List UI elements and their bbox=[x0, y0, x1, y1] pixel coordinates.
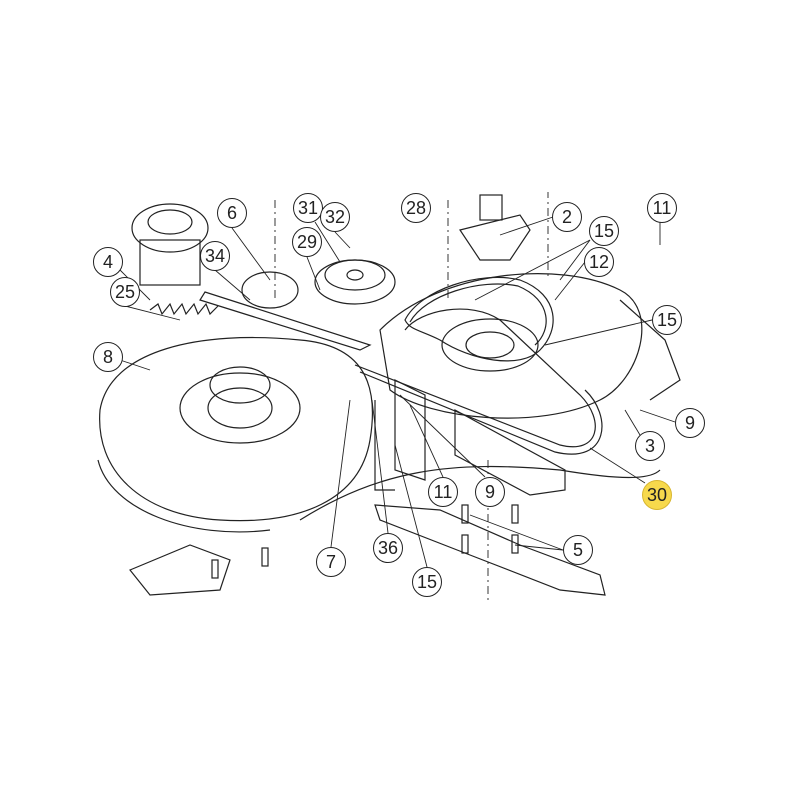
tension-spring bbox=[149, 302, 219, 316]
callout-15: 15 bbox=[589, 216, 619, 246]
cutter-blade-left bbox=[129, 544, 231, 596]
top-crop-mask bbox=[0, 0, 800, 192]
callout-15: 15 bbox=[652, 305, 682, 335]
callout-32: 32 bbox=[320, 202, 350, 232]
callout-2: 2 bbox=[552, 202, 582, 232]
front-bracket bbox=[454, 408, 566, 496]
callout-3: 3 bbox=[635, 431, 665, 461]
callout-29: 29 bbox=[292, 227, 322, 257]
left-crop-mask bbox=[0, 0, 92, 800]
callout-30-highlighted[interactable]: 30 bbox=[642, 480, 672, 510]
spindle-housing bbox=[459, 214, 531, 261]
idler-pulley bbox=[314, 259, 396, 305]
guard-bar bbox=[354, 308, 596, 448]
right-spindle-opening bbox=[441, 318, 539, 372]
callout-8-partial: 8 bbox=[93, 342, 123, 372]
drive-belt bbox=[404, 276, 554, 362]
callout-9: 9 bbox=[675, 408, 705, 438]
engine-pulley bbox=[131, 203, 209, 253]
callout-11: 11 bbox=[428, 477, 458, 507]
bottom-crop-mask bbox=[0, 600, 800, 800]
left-deck-housing bbox=[99, 337, 374, 522]
callout-25: 25 bbox=[110, 277, 140, 307]
callout-5: 5 bbox=[563, 535, 593, 565]
callout-6: 6 bbox=[217, 198, 247, 228]
callout-31: 31 bbox=[293, 193, 323, 223]
callout-28-partial: 28 bbox=[401, 193, 431, 223]
cutter-blade-right bbox=[374, 504, 606, 596]
callout-11-partial: 11 bbox=[647, 193, 677, 223]
callout-12: 12 bbox=[584, 247, 614, 277]
tension-disc bbox=[241, 271, 299, 309]
callout-9: 9 bbox=[475, 477, 505, 507]
callout-4-partial: 4 bbox=[93, 247, 123, 277]
callout-36: 36 bbox=[373, 533, 403, 563]
blade-bolts bbox=[211, 504, 519, 579]
callout-7: 7 bbox=[316, 547, 346, 577]
mounting-plate bbox=[394, 379, 426, 481]
callout-15: 15 bbox=[412, 567, 442, 597]
callout-34: 34 bbox=[200, 241, 230, 271]
left-spindle-opening bbox=[179, 372, 301, 444]
